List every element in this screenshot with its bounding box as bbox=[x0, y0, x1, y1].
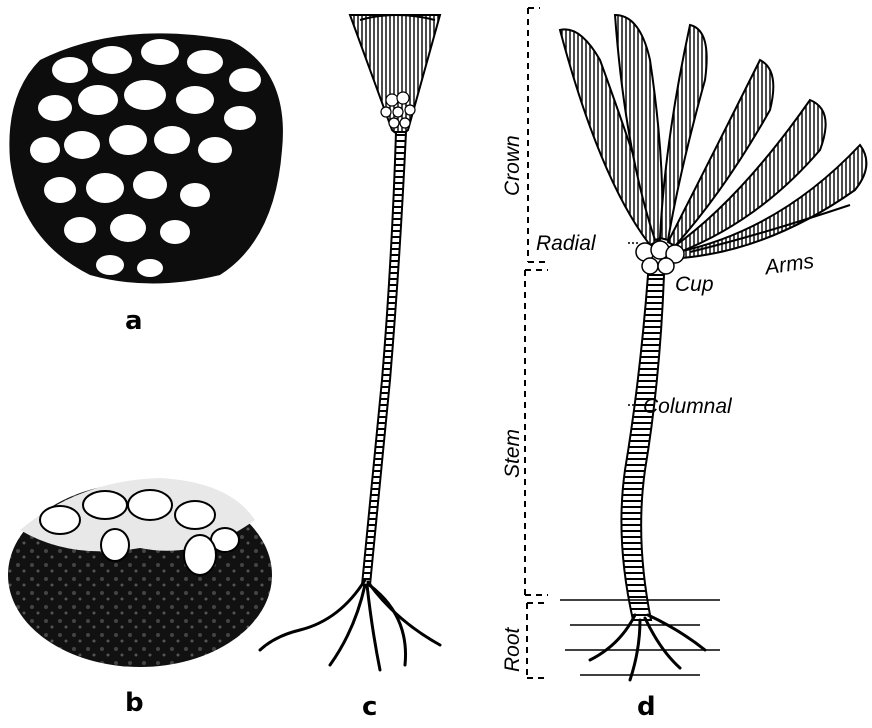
section-label-root: Root bbox=[502, 628, 523, 672]
label-cup: Cup bbox=[675, 274, 714, 295]
fossil-specimen-b bbox=[8, 478, 272, 667]
section-label-crown: Crown bbox=[502, 135, 523, 196]
section-label-stem: Stem bbox=[502, 429, 523, 478]
crinoid-d bbox=[560, 15, 866, 680]
panel-label-a: a bbox=[125, 308, 143, 334]
panel-label-b: b bbox=[125, 690, 144, 716]
crinoid-c bbox=[260, 15, 440, 670]
label-radial: Radial bbox=[536, 233, 596, 254]
fossil-calyx-a bbox=[9, 33, 283, 283]
section-bracket bbox=[525, 8, 548, 678]
label-columnal: Columnal bbox=[643, 396, 732, 417]
panel-label-d: d bbox=[637, 694, 656, 720]
panel-label-c: c bbox=[362, 694, 377, 720]
